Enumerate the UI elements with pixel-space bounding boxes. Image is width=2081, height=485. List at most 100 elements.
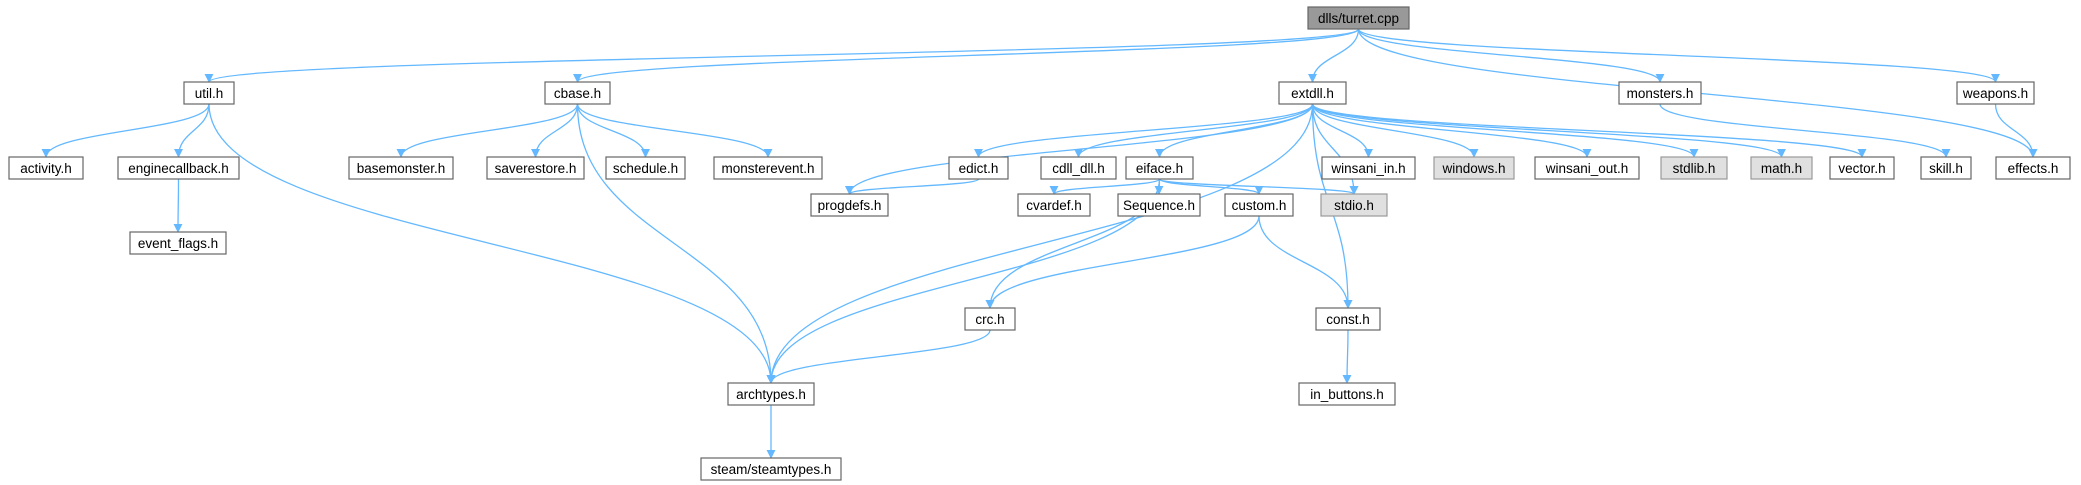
node-enginecallback-h[interactable]: enginecallback.h (117, 156, 240, 180)
node-eiface-h[interactable]: eiface.h (1125, 156, 1194, 180)
node-cvardef-h[interactable]: cvardef.h (1017, 193, 1091, 217)
node-box[interactable] (1315, 307, 1381, 331)
edge-const-h-to-in-buttons-h (1342, 329, 1352, 384)
node-in-buttons-h[interactable]: in_buttons.h (1298, 382, 1396, 406)
node-box[interactable] (348, 156, 454, 180)
node-event-flags-h[interactable]: event_flags.h (129, 231, 227, 255)
node-box[interactable] (727, 382, 815, 406)
node-schedule-h[interactable]: schedule.h (605, 156, 686, 180)
edge-util-h-to-enginecallback-h (173, 103, 210, 158)
node-box[interactable] (1321, 156, 1416, 180)
node-box[interactable] (117, 156, 240, 180)
node-winsani-out-h[interactable]: winsani_out.h (1534, 156, 1640, 180)
node-box[interactable] (1660, 156, 1728, 180)
node-custom-h[interactable]: custom.h (1224, 193, 1294, 217)
node-winsani-in-h[interactable]: winsani_in.h (1321, 156, 1416, 180)
node-monsterevent-h[interactable]: monsterevent.h (713, 156, 823, 180)
edge-cbase-h-to-schedule-h (576, 103, 651, 158)
edge-custom-h-to-crc-h (985, 215, 1260, 309)
node-label: saverestore.h (495, 161, 577, 176)
node-box[interactable] (1534, 156, 1640, 180)
node-box[interactable] (1224, 193, 1294, 217)
node-edict-h[interactable]: edict.h (948, 156, 1009, 180)
node-box[interactable] (605, 156, 686, 180)
node-label: vector.h (1838, 161, 1885, 176)
node-box[interactable] (1125, 156, 1194, 180)
node-sequence-h[interactable]: Sequence.h (1117, 193, 1201, 217)
node-label: weapons.h (1962, 86, 2028, 101)
node-box[interactable] (129, 231, 227, 255)
edge-cbase-h-to-monsterevent-h (576, 103, 773, 158)
node-label: dlls/turret.cpp (1318, 11, 1399, 26)
node-util-h[interactable]: util.h (183, 81, 235, 105)
edge-cbase-h-to-saverestore-h (530, 103, 579, 158)
edge-cbase-h-to-archtypes-h (576, 103, 776, 384)
edge-turret-cpp-to-monsters-h (1357, 28, 1665, 83)
node-stdio-h[interactable]: stdio.h (1320, 193, 1388, 217)
edge-extdll-h-to-vector-h (1311, 103, 1867, 158)
edge-enginecallback-h-to-event-flags-h (173, 178, 183, 233)
node-label: const.h (1326, 312, 1370, 327)
node-effects-h[interactable]: effects.h (1995, 156, 2071, 180)
node-box[interactable] (1298, 382, 1396, 406)
node-box[interactable] (1750, 156, 1813, 180)
node-vector-h[interactable]: vector.h (1829, 156, 1895, 180)
edge-extdll-h-to-stdlib-h (1311, 103, 1699, 158)
node-label: cvardef.h (1026, 198, 1082, 213)
node-activity-h[interactable]: activity.h (8, 156, 84, 180)
node-windows-h[interactable]: windows.h (1433, 156, 1515, 180)
node-box[interactable] (1956, 81, 2035, 105)
node-box[interactable] (1017, 193, 1091, 217)
node-box[interactable] (964, 307, 1016, 331)
node-box[interactable] (486, 156, 585, 180)
node-label: winsani_in.h (1330, 161, 1405, 176)
node-const-h[interactable]: const.h (1315, 307, 1381, 331)
node-box[interactable] (1278, 81, 1347, 105)
node-archtypes-h[interactable]: archtypes.h (727, 382, 815, 406)
edges-layer (41, 28, 2038, 459)
node-box[interactable] (1040, 156, 1117, 180)
node-box[interactable] (713, 156, 823, 180)
node-math-h[interactable]: math.h (1750, 156, 1813, 180)
edge-eiface-h-to-custom-h (1158, 178, 1264, 195)
node-box[interactable] (544, 81, 611, 105)
node-label: extdll.h (1291, 86, 1334, 101)
node-saverestore-h[interactable]: saverestore.h (486, 156, 585, 180)
node-box[interactable] (1117, 193, 1201, 217)
node-box[interactable] (8, 156, 84, 180)
node-weapons-h[interactable]: weapons.h (1956, 81, 2035, 105)
node-label: monsterevent.h (721, 161, 814, 176)
node-label: monsters.h (1627, 86, 1694, 101)
node-label: crc.h (975, 312, 1004, 327)
node-box[interactable] (1829, 156, 1895, 180)
node-cdll-dll-h[interactable]: cdll_dll.h (1040, 156, 1117, 180)
node-crc-h[interactable]: crc.h (964, 307, 1016, 331)
node-basemonster-h[interactable]: basemonster.h (348, 156, 454, 180)
node-stdlib-h[interactable]: stdlib.h (1660, 156, 1728, 180)
node-label: activity.h (20, 161, 72, 176)
node-box[interactable] (1618, 81, 1702, 105)
node-monsters-h[interactable]: monsters.h (1618, 81, 1702, 105)
node-box[interactable] (700, 457, 842, 481)
node-progdefs-h[interactable]: progdefs.h (810, 193, 889, 217)
edge-turret-cpp-to-cbase-h (573, 28, 1360, 83)
edge-crc-h-to-archtypes-h (766, 329, 991, 384)
node-box[interactable] (1320, 193, 1388, 217)
node-box[interactable] (810, 193, 889, 217)
node-cbase-h[interactable]: cbase.h (544, 81, 611, 105)
node-extdll-h[interactable]: extdll.h (1278, 81, 1347, 105)
node-turret-cpp[interactable]: dlls/turret.cpp (1307, 6, 1410, 30)
node-steamtypes-h[interactable]: steam/steamtypes.h (700, 457, 842, 481)
node-box[interactable] (1307, 6, 1410, 30)
edge-extdll-h-to-stdio-h (1311, 103, 1359, 195)
edge-util-h-to-archtypes-h (208, 103, 776, 384)
node-skill-h[interactable]: skill.h (1920, 156, 1972, 180)
node-label: basemonster.h (357, 161, 446, 176)
node-box[interactable] (183, 81, 235, 105)
node-box[interactable] (1433, 156, 1515, 180)
node-box[interactable] (1995, 156, 2071, 180)
edge-extdll-h-to-cdll-dll-h (1074, 103, 1314, 158)
node-box[interactable] (948, 156, 1009, 180)
node-box[interactable] (1920, 156, 1972, 180)
